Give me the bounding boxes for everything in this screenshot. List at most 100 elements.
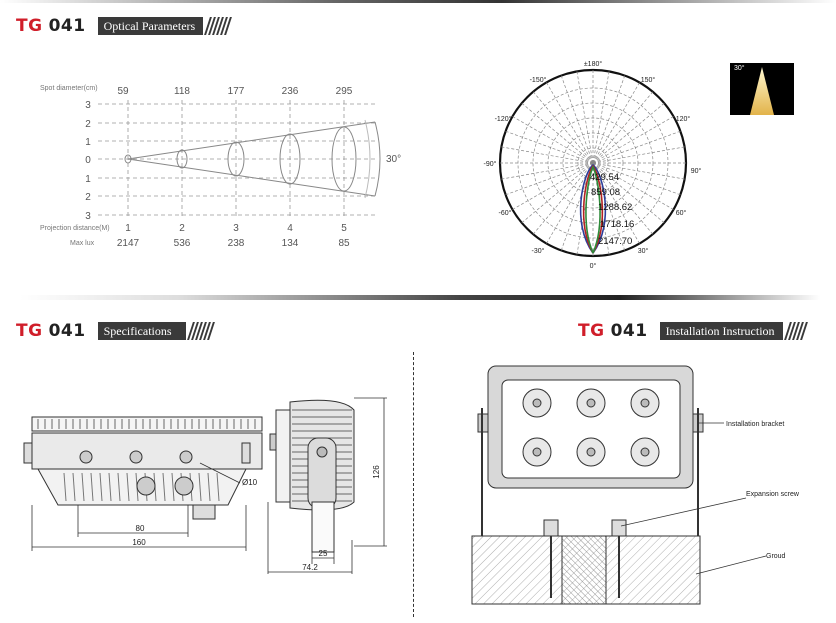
spot-value: 236 xyxy=(282,86,299,97)
polar-spokes xyxy=(500,70,686,256)
section-tab-optical: Optical Parameters xyxy=(97,17,204,35)
led-lens-icon xyxy=(522,437,552,467)
angle-label: ±180° xyxy=(584,60,603,68)
beam-angle-label: 30° xyxy=(386,154,401,165)
install-concrete-core xyxy=(561,535,607,605)
scale-labels: 3 2 1 0 1 2 3 xyxy=(85,100,91,222)
led-lens-icon xyxy=(522,388,552,418)
front-body xyxy=(31,432,263,470)
lux-value: 536 xyxy=(174,238,191,249)
distance-value: 2 xyxy=(179,223,185,234)
tab-stripes xyxy=(186,322,215,340)
dim-126: 126 xyxy=(372,465,381,479)
angle-label: 30° xyxy=(638,247,649,255)
led-lens-icon xyxy=(630,388,660,418)
scale-label: 2 xyxy=(85,119,91,130)
section-tab-install: Installation Instruction xyxy=(659,322,783,340)
angle-label: 60° xyxy=(676,209,687,217)
expansion-screw xyxy=(543,519,559,537)
brand-prefix: TG xyxy=(16,16,43,36)
ring-value: 1288.62 xyxy=(598,202,632,213)
spot-diameter-label: Spot diameter(cm) xyxy=(40,85,98,92)
ring-value: 2147.70 xyxy=(598,236,632,247)
led-lens-icon xyxy=(630,437,660,467)
beam-cone xyxy=(124,119,381,199)
left-knob xyxy=(23,442,33,464)
scale-label: 1 xyxy=(85,137,91,148)
lux-value: 238 xyxy=(228,238,245,249)
lux-value: 134 xyxy=(282,238,299,249)
lux-values: 2147 536 238 134 85 xyxy=(117,238,350,249)
dim-25: 25 xyxy=(319,549,328,558)
grid-lines xyxy=(98,100,375,218)
vertical-separator xyxy=(413,352,414,617)
expansion-screw-label: Expansion screw xyxy=(746,491,800,498)
section-tab-specs: Specifications xyxy=(97,322,186,340)
scale-label: 1 xyxy=(85,174,91,185)
ground-label: Groud xyxy=(766,553,786,560)
spot-values: 59 118 177 236 295 xyxy=(117,86,352,97)
max-lux-label: Max lux xyxy=(70,240,95,247)
angle-label: 150° xyxy=(641,76,656,84)
model-number: 041 xyxy=(48,16,86,36)
expansion-screw xyxy=(611,519,627,537)
front-view-drawing: 80 160 Ø10 xyxy=(23,416,263,551)
side-mount-post xyxy=(311,501,335,553)
dim-74-2: 74.2 xyxy=(302,563,318,572)
scale-label: 0 xyxy=(85,155,91,166)
brand-prefix: TG xyxy=(16,321,43,341)
angle-label: 0° xyxy=(590,262,597,270)
top-divider xyxy=(0,0,836,3)
lux-value: 2147 xyxy=(117,238,140,249)
angle-labels: ±180° -150° 150° -120° 120° -90° 90° -60… xyxy=(484,60,702,270)
projection-distance-label: Projection distance(M) xyxy=(40,225,110,232)
spot-value: 177 xyxy=(228,86,245,97)
installation-bracket-label: Installation bracket xyxy=(726,421,784,428)
angle-label: 120° xyxy=(676,115,691,123)
polar-curves xyxy=(579,163,607,254)
led-lens-icon xyxy=(576,437,606,467)
cable-gland xyxy=(174,476,194,496)
beam-diagram: Spot diameter(cm) 59 118 177 236 295 3 2… xyxy=(40,85,401,249)
cable-gland xyxy=(136,476,156,496)
tab-stripes xyxy=(783,322,808,340)
beam-angle-badge: 30° xyxy=(730,63,794,115)
ring-value: 859.08 xyxy=(591,187,620,198)
ring-values: 429.54 859.08 1288.62 1718.16 2147.70 xyxy=(590,172,634,247)
dim-80: 80 xyxy=(136,524,145,533)
section-divider xyxy=(20,295,820,300)
ring-value: 1718.16 xyxy=(600,219,634,230)
model-number: 041 xyxy=(610,321,648,341)
side-view-drawing: 126 25 74.2 xyxy=(267,397,387,574)
front-top-fins xyxy=(31,416,263,432)
spot-value: 295 xyxy=(336,86,353,97)
right-knob xyxy=(241,442,251,464)
distance-values: 1 2 3 4 5 xyxy=(125,223,347,234)
led-lens-icon xyxy=(576,388,606,418)
distance-value: 3 xyxy=(233,223,239,234)
ring-value: 429.54 xyxy=(590,172,619,183)
lux-value: 85 xyxy=(338,238,350,249)
installation-drawing: Installation bracket Expansion screw Gro… xyxy=(471,365,800,605)
angle-label: -90° xyxy=(484,160,497,168)
spot-value: 118 xyxy=(174,86,190,97)
dim-160: 160 xyxy=(132,538,146,547)
scale-label: 3 xyxy=(85,100,91,111)
angle-label: -60° xyxy=(499,209,512,217)
distance-value: 1 xyxy=(125,223,131,234)
dim-phi10: Ø10 xyxy=(242,478,258,487)
front-dimensions xyxy=(31,462,247,551)
distance-value: 5 xyxy=(341,223,347,234)
distance-value: 4 xyxy=(287,223,293,234)
brand-prefix: TG xyxy=(578,321,605,341)
badge-angle: 30° xyxy=(734,65,745,72)
angle-label: 90° xyxy=(691,167,702,175)
light-cone-icon xyxy=(750,67,774,115)
angle-label: -30° xyxy=(532,247,545,255)
